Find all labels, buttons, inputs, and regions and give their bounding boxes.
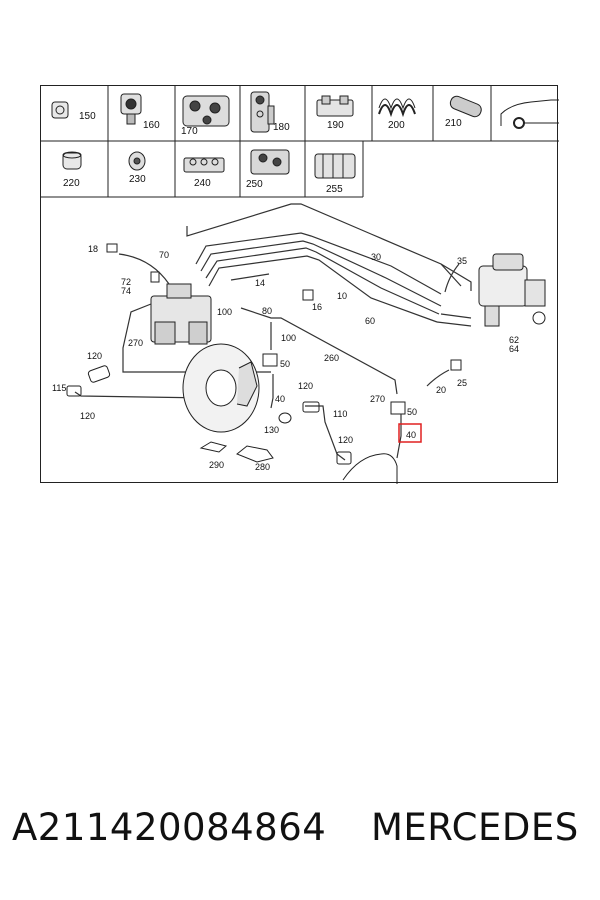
fitting-72-74 bbox=[150, 271, 160, 283]
clip-18 bbox=[106, 243, 118, 253]
sensor-14 bbox=[230, 273, 270, 281]
callout-100a: 100 bbox=[217, 307, 232, 317]
callout-40a: 40 bbox=[275, 394, 285, 404]
part-label-240: 240 bbox=[194, 178, 211, 189]
clip-25 bbox=[450, 359, 462, 371]
part-icon-250 bbox=[250, 149, 290, 175]
part-icon-190 bbox=[316, 95, 354, 117]
callout-270a: 270 bbox=[128, 338, 143, 348]
front-caliper bbox=[150, 283, 212, 345]
part-label-170: 170 bbox=[181, 126, 198, 137]
part-label-230: 230 bbox=[129, 174, 146, 185]
callout-64: 64 bbox=[509, 344, 519, 354]
callout-16: 16 bbox=[312, 302, 322, 312]
fitting-120a bbox=[87, 365, 111, 383]
callout-30: 30 bbox=[371, 252, 381, 262]
brake-hose-front bbox=[270, 374, 274, 409]
callout-25: 25 bbox=[457, 378, 467, 388]
part-label-190: 190 bbox=[327, 120, 344, 131]
callout-35: 35 bbox=[457, 256, 467, 266]
sensor-wire bbox=[118, 253, 170, 285]
parts-diagram: 150 160 170 180 190 200 210 220 230 240 bbox=[40, 85, 559, 484]
part-label-160: 160 bbox=[143, 120, 160, 131]
callout-120b: 120 bbox=[298, 381, 313, 391]
part-icon-210 bbox=[449, 95, 482, 118]
callout-72: 72 bbox=[121, 277, 131, 287]
part-label-150: 150 bbox=[79, 111, 96, 122]
pipe-110 bbox=[305, 405, 346, 461]
callout-120d: 120 bbox=[338, 435, 353, 445]
pipe-270-left bbox=[122, 303, 271, 373]
part-icon-255 bbox=[314, 153, 356, 179]
part-label-220: 220 bbox=[63, 178, 80, 189]
callout-290: 290 bbox=[209, 460, 224, 470]
pipe-115-120 bbox=[74, 391, 210, 399]
legend-grid bbox=[41, 86, 559, 198]
clip-290 bbox=[199, 441, 228, 453]
part-icon-180 bbox=[250, 91, 275, 133]
part-icon-160 bbox=[120, 93, 142, 125]
part-label-255: 255 bbox=[326, 184, 343, 195]
fitting-115 bbox=[66, 385, 82, 397]
callout-115: 115 bbox=[52, 383, 66, 393]
callout-110: 110 bbox=[333, 409, 347, 419]
bracket-50b bbox=[390, 401, 406, 415]
diagram-canvas: 150 160 170 180 190 200 210 220 230 240 bbox=[41, 86, 559, 484]
hose-20 bbox=[426, 369, 450, 387]
callout-20: 20 bbox=[436, 385, 446, 395]
nut-130 bbox=[278, 412, 292, 424]
callout-labels: 18 70 30 35 72 74 14 10 16 60 100 80 100… bbox=[52, 244, 519, 472]
part-icon-220 bbox=[62, 151, 82, 170]
bracket-50a bbox=[262, 353, 278, 367]
callout-62: 62 bbox=[509, 335, 519, 345]
part-label-210: 210 bbox=[445, 118, 462, 129]
highlight-box bbox=[398, 423, 422, 443]
part-icon-230 bbox=[128, 151, 146, 171]
callout-60: 60 bbox=[365, 316, 375, 326]
clip-280 bbox=[236, 445, 274, 463]
hose-35 bbox=[444, 263, 460, 293]
fitting-120c bbox=[302, 401, 320, 413]
callout-18: 18 bbox=[88, 244, 98, 254]
callout-50a: 50 bbox=[280, 359, 290, 369]
callout-280: 280 bbox=[255, 462, 270, 472]
clip-16 bbox=[302, 289, 314, 301]
brake-line-bundle bbox=[186, 203, 472, 327]
brake-disc bbox=[182, 343, 260, 433]
callout-270b: 270 bbox=[370, 394, 385, 404]
rear-axle-housing bbox=[342, 453, 398, 484]
callout-120a: 120 bbox=[87, 351, 102, 361]
footer: A211420084864 MERCEDES bbox=[12, 806, 592, 862]
abs-hydraulic-unit bbox=[478, 253, 546, 327]
brand-name: MERCEDES bbox=[371, 806, 579, 849]
part-number: A211420084864 bbox=[12, 806, 327, 849]
fitting-120d bbox=[336, 451, 352, 465]
part-icon-170 bbox=[182, 95, 230, 127]
part-icon-150 bbox=[51, 101, 69, 119]
callout-50b: 50 bbox=[407, 407, 417, 417]
callout-100b: 100 bbox=[281, 333, 296, 343]
car-silhouette-icon bbox=[500, 99, 559, 129]
callout-10: 10 bbox=[337, 291, 347, 301]
callout-70: 70 bbox=[159, 250, 169, 260]
callout-120c: 120 bbox=[80, 411, 95, 421]
part-icon-240 bbox=[183, 157, 225, 173]
callout-14: 14 bbox=[255, 278, 265, 288]
callout-40b: 40 bbox=[406, 430, 416, 440]
brake-hose-rear bbox=[396, 414, 402, 459]
part-icon-200 bbox=[378, 98, 416, 118]
part-label-180: 180 bbox=[273, 122, 290, 133]
callout-260: 260 bbox=[324, 353, 339, 363]
part-label-250: 250 bbox=[246, 179, 263, 190]
callout-80: 80 bbox=[262, 306, 272, 316]
part-label-200: 200 bbox=[388, 120, 405, 131]
pipe-80-260 bbox=[240, 307, 398, 395]
callout-130: 130 bbox=[264, 425, 279, 435]
callout-74: 74 bbox=[121, 286, 131, 296]
